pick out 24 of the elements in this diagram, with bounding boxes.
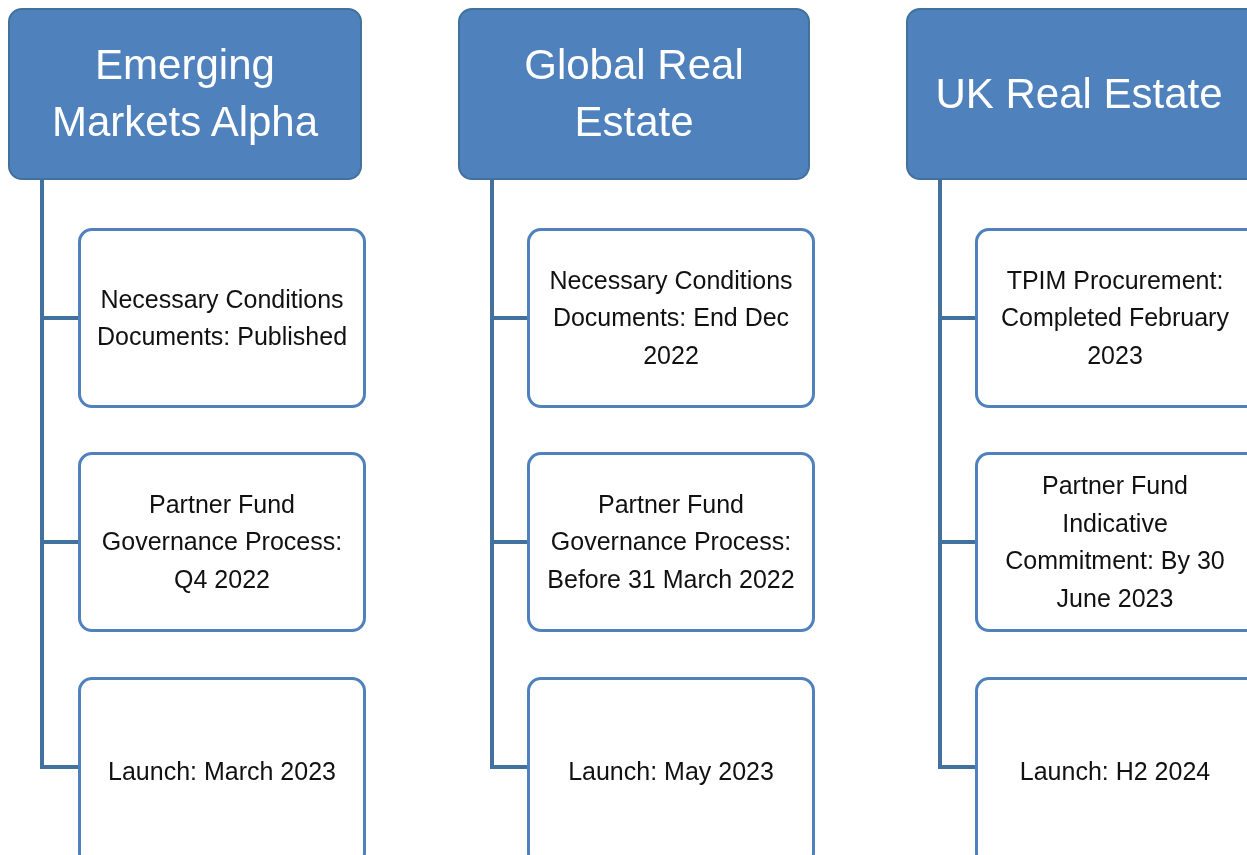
box-text: Emerging Markets Alpha bbox=[50, 40, 320, 147]
column-header bbox=[8, 8, 362, 180]
milestone-box bbox=[527, 452, 815, 632]
milestone-box bbox=[975, 677, 1247, 855]
column-header bbox=[906, 8, 1247, 180]
box-text: Global Real Estate bbox=[523, 40, 745, 147]
column-header bbox=[458, 8, 810, 180]
box-text: Launch: March 2023 bbox=[108, 756, 336, 788]
milestone-box bbox=[78, 452, 366, 632]
box-text: Partner Fund Indicative Commitment: By 30 June 2023 bbox=[1004, 470, 1226, 614]
milestone-box bbox=[527, 228, 815, 408]
box-text: Launch: May 2023 bbox=[568, 756, 774, 788]
box-text: TPIM Procurement: Completed February 2023 bbox=[1000, 264, 1230, 371]
milestone-box bbox=[78, 228, 366, 408]
milestone-box bbox=[78, 677, 366, 855]
box-text: Launch: H2 2024 bbox=[1019, 756, 1211, 788]
box-text: Partner Fund Governance Process: Q4 2022 bbox=[100, 488, 344, 595]
milestone-box bbox=[527, 677, 815, 855]
box-text: Necessary Conditions Documents: Published bbox=[95, 283, 349, 352]
box-text: UK Real Estate bbox=[935, 68, 1223, 119]
box-text: Necessary Conditions Documents: End Dec 2022 bbox=[548, 264, 794, 371]
milestone-box bbox=[975, 452, 1247, 632]
box-text: Partner Fund Governance Process: Before 31 March 2022 bbox=[546, 488, 796, 595]
milestone-box bbox=[975, 228, 1247, 408]
